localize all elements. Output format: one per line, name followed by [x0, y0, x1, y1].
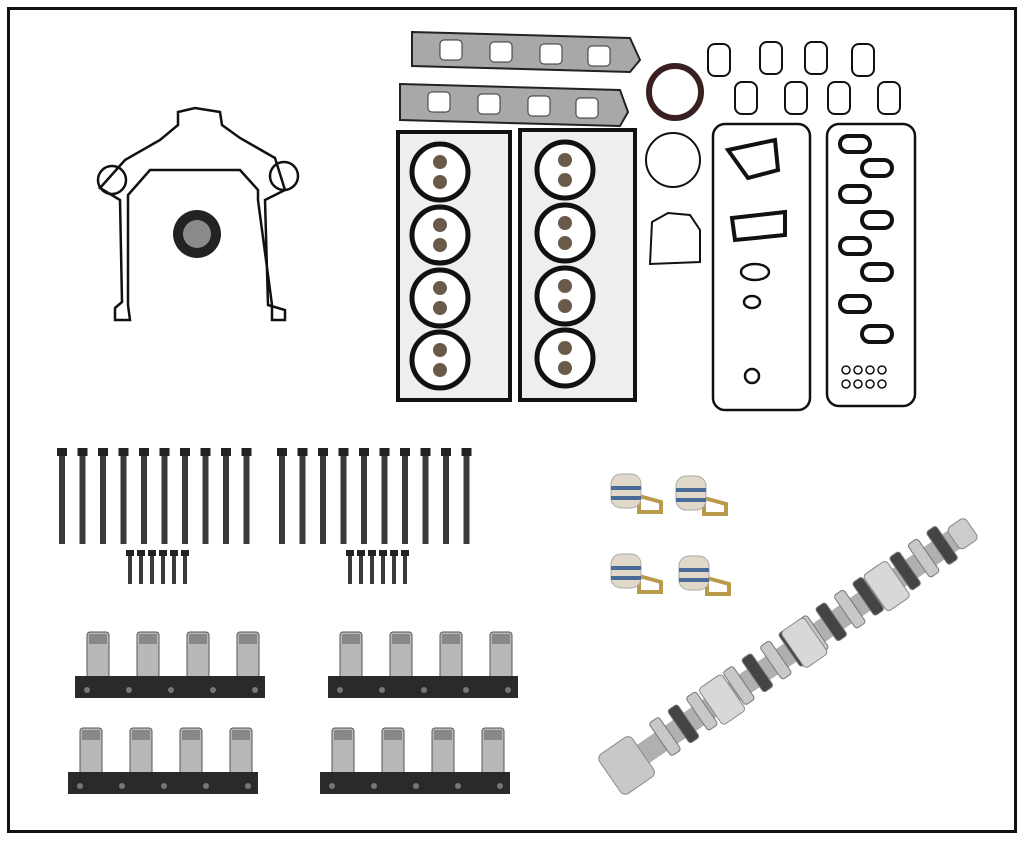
- timing-cover-gasket-icon: [96, 106, 300, 322]
- misc-seals-icon: [645, 63, 704, 266]
- lifter-trays-icon: [68, 631, 518, 794]
- camshaft-icon: [598, 518, 978, 795]
- mds-solenoid-plugs-icon: [610, 473, 731, 596]
- crankshaft-seal-icon: [173, 210, 221, 258]
- valve-cover-gaskets-icon: [711, 122, 917, 412]
- cylinder-head-gaskets-icon: [396, 128, 637, 402]
- exhaust-manifold-gaskets-icon: [399, 30, 642, 128]
- intake-manifold-seals-icon: [707, 41, 901, 115]
- head-bolts-icon: [57, 448, 472, 584]
